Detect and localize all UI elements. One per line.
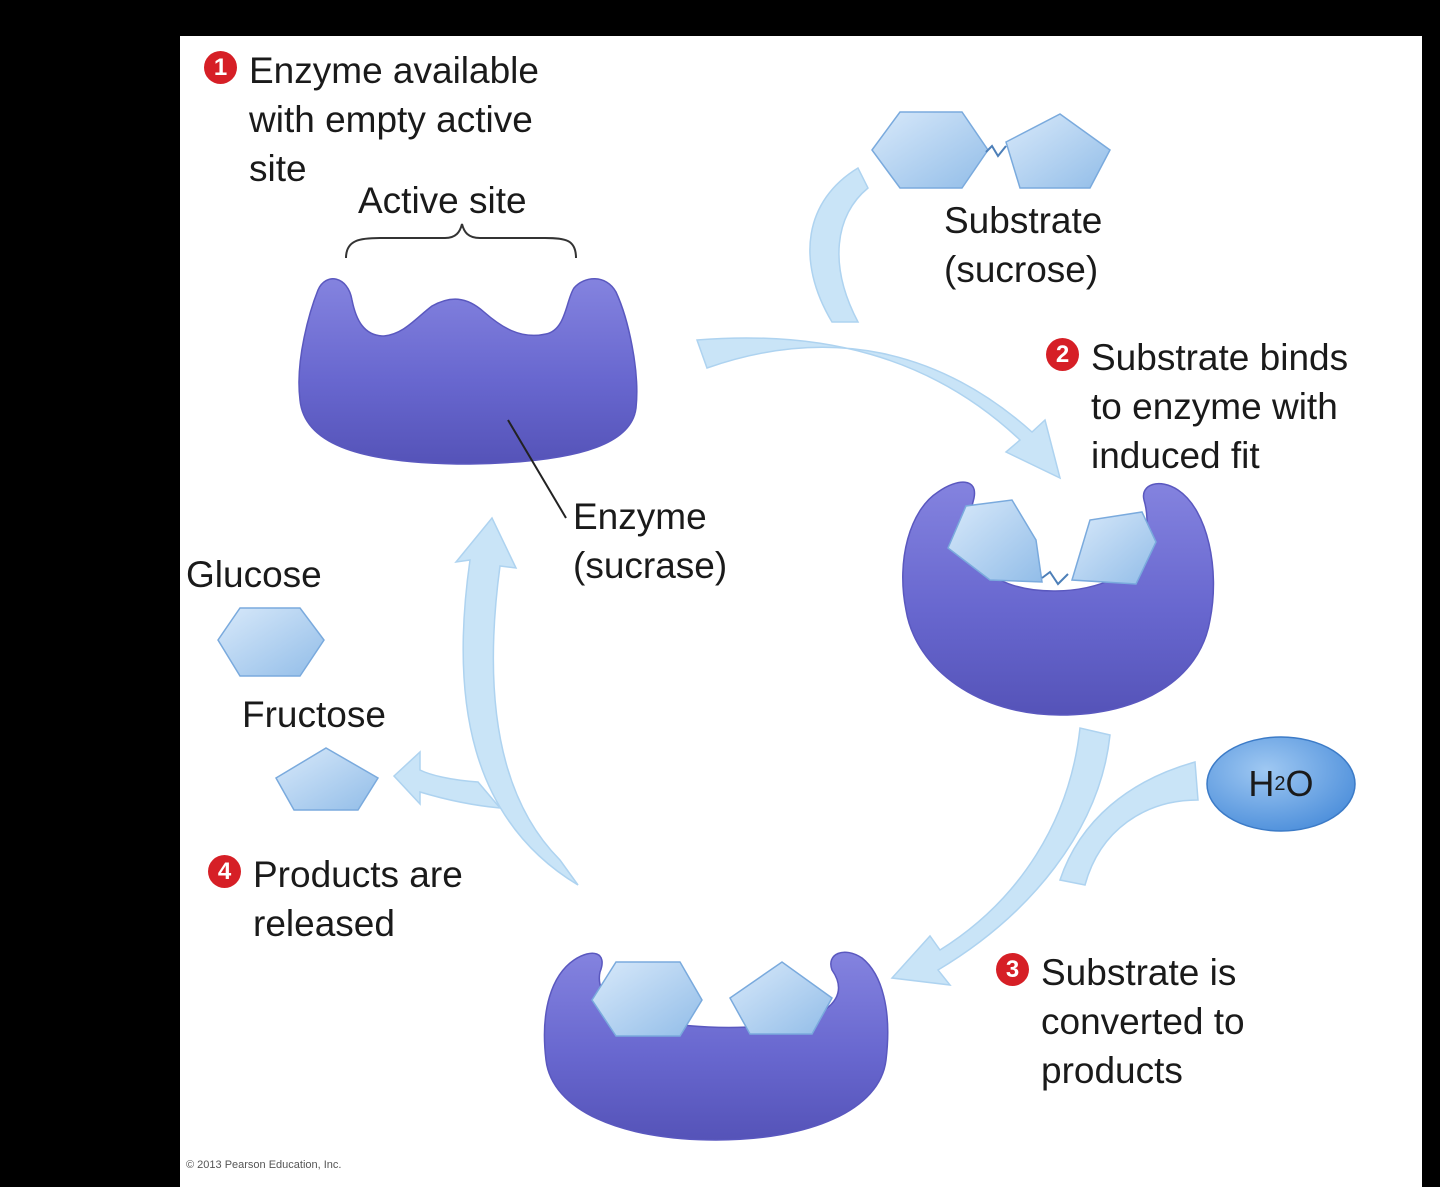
water-molecule	[1206, 736, 1356, 832]
step-4-line-1: Products are	[253, 854, 463, 895]
arrow-substrate-in	[809, 166, 869, 323]
substrate-label-line-2: (sucrose)	[944, 249, 1099, 290]
fructose-shape	[274, 747, 380, 811]
enzyme-empty	[298, 278, 638, 465]
step-1-line-2: with empty active	[249, 99, 533, 140]
step-3-line-1: Substrate is	[1041, 952, 1237, 993]
step-1: 1 Enzyme available with empty active sit…	[204, 46, 539, 193]
step-3-line-3: products	[1041, 1050, 1183, 1091]
step-2-line-2: to enzyme with	[1091, 386, 1338, 427]
enzyme-product-complex	[543, 951, 889, 1141]
glucose-label: Glucose	[186, 554, 322, 595]
step-4: 4 Products are released	[208, 850, 463, 948]
step-3-line-2: converted to	[1041, 1001, 1245, 1042]
step-2-line-3: induced fit	[1091, 435, 1260, 476]
arrow-binding-to-conversion	[890, 727, 1111, 986]
enzyme-label-line-2: (sucrase)	[573, 545, 728, 586]
enzyme-label-line-1: Enzyme	[573, 496, 707, 537]
step-1-line-1: Enzyme available	[249, 50, 539, 91]
step-2-marker: 2	[1046, 338, 1079, 371]
arrow-water-in	[1059, 761, 1199, 886]
water-label-subscript: 2	[1274, 772, 1286, 795]
step-1-marker: 1	[204, 51, 237, 84]
arrow-products-out	[392, 750, 502, 809]
water-label-main: H	[1248, 763, 1275, 804]
step-2-line-1: Substrate binds	[1091, 337, 1349, 378]
substrate-label-line-1: Substrate	[944, 200, 1103, 241]
step-4-marker: 4	[208, 855, 241, 888]
active-site-bracket	[345, 223, 577, 259]
arrow-release-to-enzyme	[454, 516, 579, 886]
substrate-label: Substrate (sucrose)	[944, 196, 1102, 294]
glucose-shape	[217, 607, 325, 677]
arrow-enzyme-to-binding	[695, 337, 1062, 480]
copyright-notice: © 2013 Pearson Education, Inc.	[186, 1159, 342, 1171]
step-2: 2 Substrate binds to enzyme with induced…	[1046, 333, 1348, 480]
step-1-line-3: site	[249, 148, 307, 189]
substrate-sucrose	[871, 111, 1111, 189]
enzyme-label: Enzyme (sucrase)	[573, 492, 727, 590]
step-4-line-2: released	[253, 903, 395, 944]
enzyme-substrate-complex	[902, 481, 1215, 716]
fructose-label: Fructose	[242, 694, 386, 735]
step-3-marker: 3	[996, 953, 1029, 986]
water-label-tail: O	[1285, 763, 1314, 804]
active-site-label: Active site	[358, 180, 527, 221]
step-3: 3 Substrate is converted to products	[996, 948, 1245, 1095]
enzyme-leader-line	[507, 419, 567, 519]
